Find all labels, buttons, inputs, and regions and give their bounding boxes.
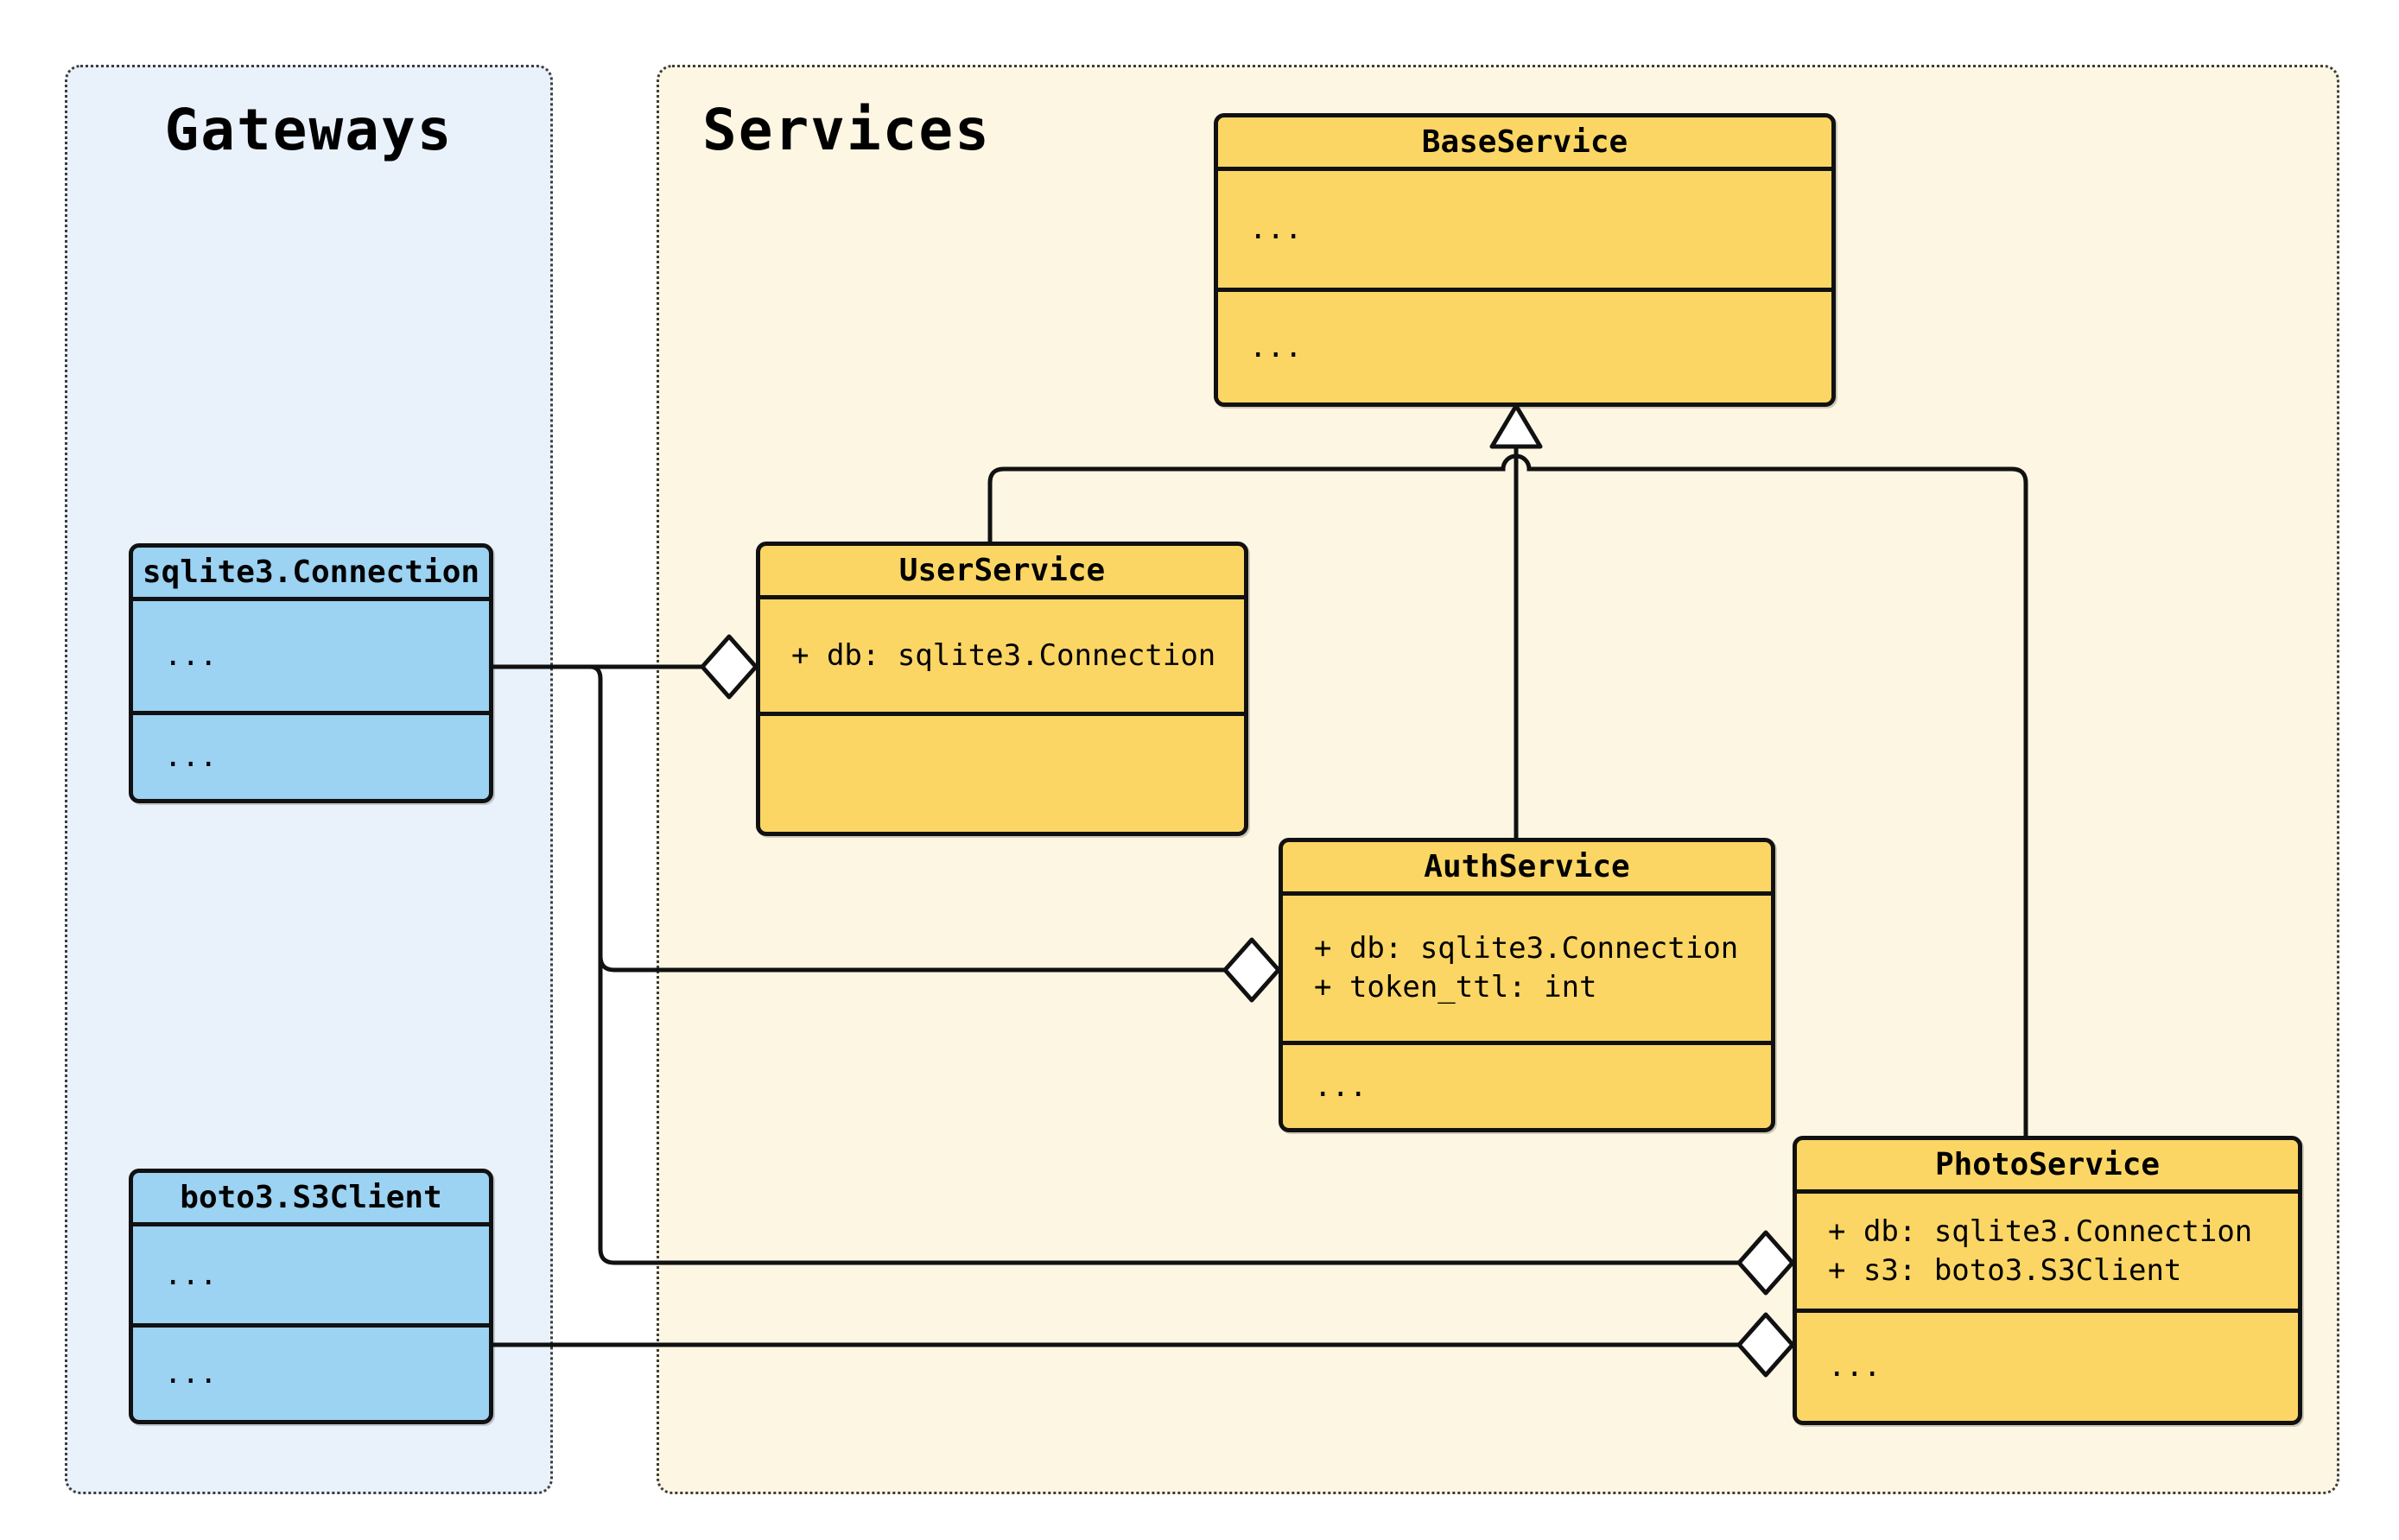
attribute-line: ... [164,1257,218,1292]
panel-gateways-title: Gateways [164,97,454,163]
attribute-line: + token_ttl: int [1314,970,1597,1004]
class-attributes: + db: sqlite3.Connection + s3: boto3.S3C… [1797,1189,2298,1309]
class-attributes: + db: sqlite3.Connection + token_ttl: in… [1283,891,1771,1041]
attribute-line: + db: sqlite3.Connection [1314,931,1739,966]
attribute-line: ... [164,638,218,674]
class-box-userservice: UserService + db: sqlite3.Connection [756,542,1248,836]
class-methods [760,712,1244,832]
class-methods: ... [133,711,489,799]
method-line: ... [164,1356,218,1391]
class-attributes: ... [1218,167,1831,288]
panel-services-title: Services [702,97,991,163]
class-title: sqlite3.Connection [142,555,480,590]
class-methods: ... [133,1323,489,1420]
attribute-line: + db: sqlite3.Connection [1828,1214,2253,1249]
method-line: ... [1314,1068,1368,1104]
attribute-line: ... [1249,212,1303,247]
class-methods: ... [1797,1309,2298,1421]
method-line: ... [1249,329,1303,364]
class-box-authservice: AuthService + db: sqlite3.Connection + t… [1279,838,1775,1132]
class-title: BaseService [1421,124,1628,160]
class-title: boto3.S3Client [180,1180,442,1215]
class-box-boto3-s3client: boto3.S3Client ... ... [129,1169,493,1424]
class-box-baseservice: BaseService ... ... [1214,113,1836,407]
class-title: PhotoService [1934,1147,2161,1182]
class-box-sqlite3-connection: sqlite3.Connection ... ... [129,543,493,803]
class-title: UserService [898,553,1106,588]
class-title: AuthService [1424,849,1630,884]
attribute-line: + s3: boto3.S3Client [1828,1252,2182,1288]
method-line: ... [164,739,218,775]
class-box-photoservice: PhotoService + db: sqlite3.Connection + … [1793,1136,2302,1425]
class-methods: ... [1283,1041,1771,1128]
class-attributes: ... [133,1222,489,1323]
method-line: ... [1828,1349,1882,1385]
class-attributes: ... [133,597,489,711]
attribute-line: + db: sqlite3.Connection [791,637,1216,673]
class-attributes: + db: sqlite3.Connection [760,595,1244,712]
class-methods: ... [1218,288,1831,402]
